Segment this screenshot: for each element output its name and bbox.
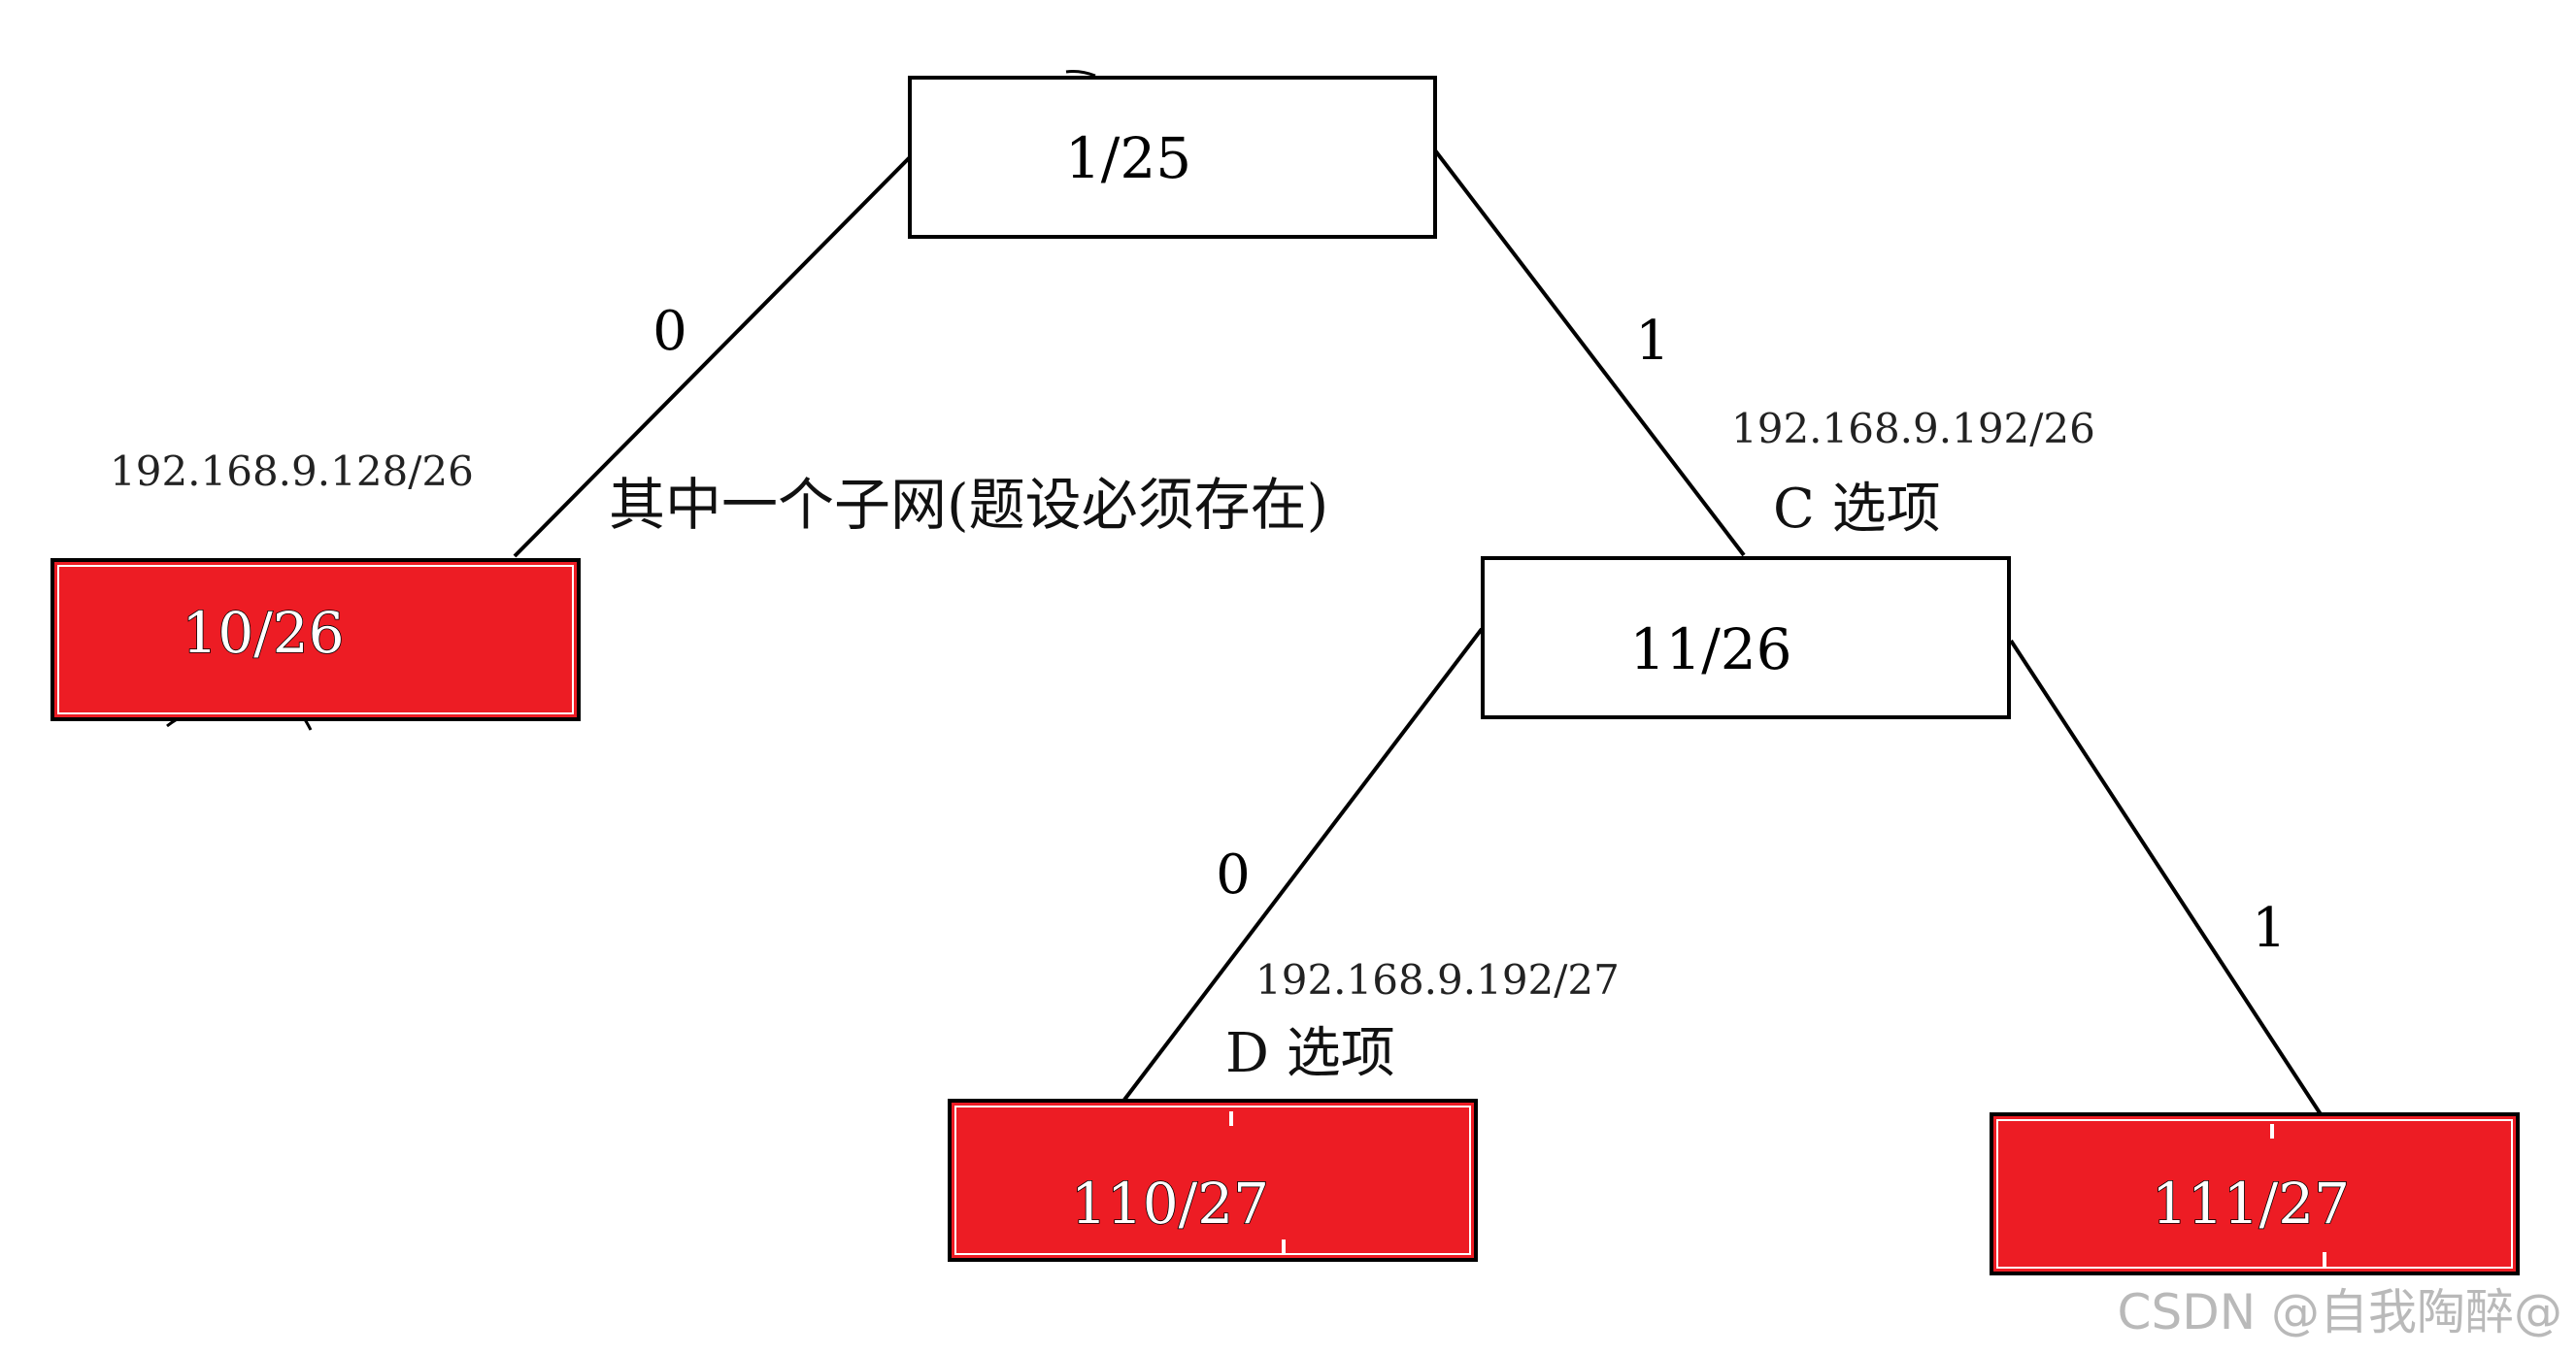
stray-mark — [1065, 70, 1096, 78]
edge-root-left-label: 0 — [652, 300, 687, 363]
node-right-left: 110/27 — [948, 1099, 1478, 1262]
node-left-address: 192.168.9.128/26 — [110, 447, 474, 495]
node-left: 10/26 — [50, 558, 581, 721]
node-right-label: 11/26 — [1629, 616, 1791, 682]
node-root-label: 1/25 — [1065, 125, 1191, 191]
edge-right-to-right-right — [2009, 639, 2323, 1116]
node-right-option: C 选项 — [1773, 478, 1941, 541]
edge-right-to-right-left — [1122, 627, 1484, 1102]
edge-right-right-label: 1 — [2252, 897, 2287, 960]
node-right-left-address: 192.168.9.192/27 — [1255, 956, 1620, 1004]
node-right-right: 111/27 — [1990, 1112, 2520, 1275]
edge-right-left-label: 0 — [1216, 843, 1251, 907]
edge-root-right-label: 1 — [1635, 310, 1670, 373]
edge-root-to-right — [1433, 149, 1746, 557]
node-right-left-option: D 选项 — [1225, 1022, 1395, 1085]
watermark-text: CSDN @自我陶醉@ — [2117, 1284, 2562, 1340]
node-left-note: 其中一个子网(题设必须存在) — [609, 472, 1328, 538]
node-root: 1/25 — [908, 76, 1437, 239]
node-left-label: 10/26 — [182, 600, 344, 666]
node-right-right-label: 111/27 — [2152, 1171, 2350, 1237]
node-right-left-label: 110/27 — [1071, 1171, 1269, 1237]
node-right-address: 192.168.9.192/26 — [1731, 405, 2095, 452]
node-right: 11/26 — [1481, 556, 2011, 719]
edge-root-to-left — [513, 154, 913, 558]
